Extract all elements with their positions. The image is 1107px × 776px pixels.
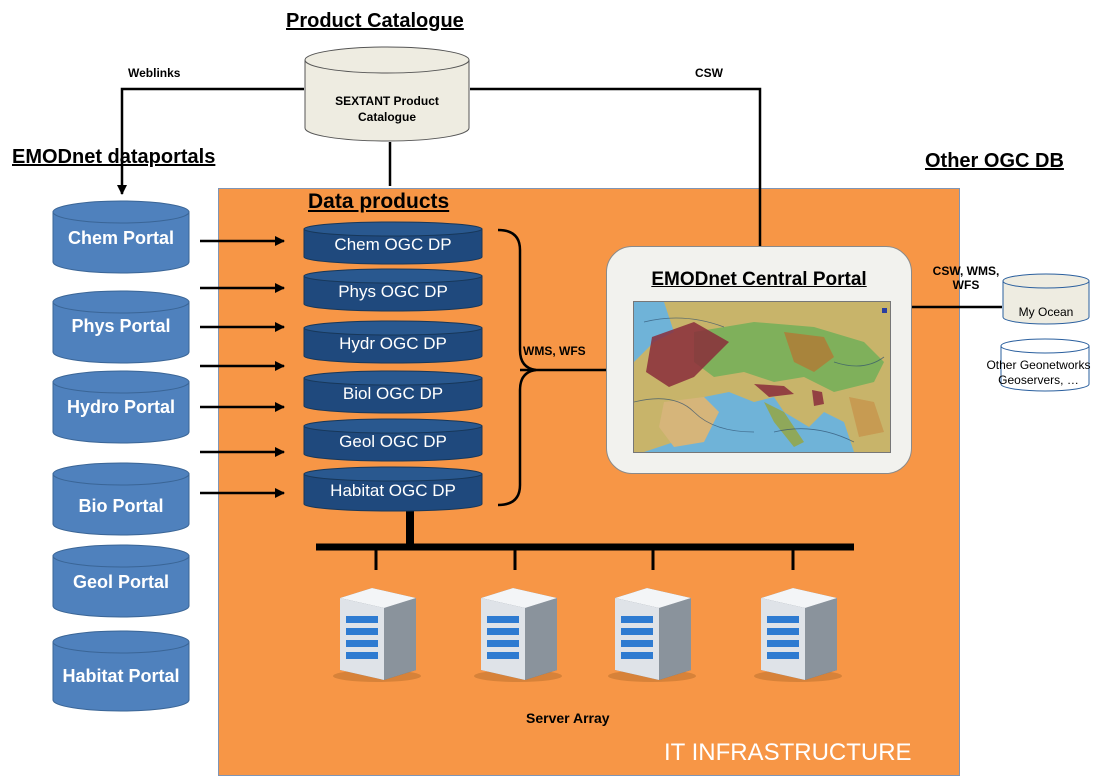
portal-label: Habitat Portal bbox=[62, 666, 180, 686]
other-ogc-db-heading: Other OGC DB bbox=[925, 150, 1064, 172]
it-infrastructure-label: IT INFRASTRUCTURE bbox=[664, 739, 912, 766]
my-ocean-db: My Ocean bbox=[1002, 273, 1090, 325]
dp-biol: Biol OGC DP bbox=[303, 370, 483, 414]
weblinks-label: Weblinks bbox=[128, 66, 181, 80]
portal-bio: Bio Portal bbox=[52, 462, 190, 536]
server-icon bbox=[753, 584, 843, 689]
weblinks-arrow bbox=[117, 87, 304, 195]
my-ocean-label: My Ocean bbox=[1018, 305, 1074, 319]
dp-label: Phys OGC DP bbox=[338, 282, 448, 301]
emodnet-dataportals-heading: EMODnet dataportals bbox=[12, 146, 216, 168]
dp-chem: Chem OGC DP bbox=[303, 221, 483, 265]
data-products-brace bbox=[497, 228, 537, 507]
dp-geol: Geol OGC DP bbox=[303, 418, 483, 462]
other-geonetworks-line1: Other Geonetworks bbox=[986, 358, 1091, 372]
portal-label: Hydro Portal bbox=[66, 397, 176, 417]
map-thumbnail bbox=[633, 301, 891, 453]
csw-wms-wfs-line2: WFS bbox=[952, 278, 980, 292]
portal-label: Bio Portal bbox=[78, 496, 164, 516]
catalogue-label-line2: Catalogue bbox=[357, 110, 416, 124]
portal-geol: Geol Portal bbox=[52, 544, 190, 618]
dp-habitat: Habitat OGC DP bbox=[303, 466, 483, 512]
portal-phys: Phys Portal bbox=[52, 290, 190, 364]
dp-hydr: Hydr OGC DP bbox=[303, 320, 483, 364]
other-geonetworks-db bbox=[1000, 338, 1090, 392]
other-geonetworks-label: Other Geonetworks Geoservers, … bbox=[970, 358, 1107, 388]
dp-label: Hydr OGC DP bbox=[339, 334, 447, 353]
csw-wms-wfs-line1: CSW, WMS, bbox=[932, 264, 1000, 278]
portal-hydro: Hydro Portal bbox=[52, 370, 190, 444]
csw-wms-wfs-label: CSW, WMS, WFS bbox=[924, 264, 1008, 292]
sextant-catalogue-cylinder: SEXTANT Product Catalogue bbox=[304, 46, 470, 142]
portal-chem: Chem Portal bbox=[52, 200, 190, 274]
data-products-heading: Data products bbox=[308, 190, 450, 213]
portal-label: Geol Portal bbox=[72, 572, 170, 592]
portal-habitat: Habitat Portal bbox=[52, 630, 190, 712]
central-portal-card: EMODnet Central Portal bbox=[606, 246, 912, 474]
server-array-label: Server Array bbox=[526, 710, 610, 726]
dp-label: Biol OGC DP bbox=[342, 384, 444, 403]
portal-label: Phys Portal bbox=[71, 316, 171, 336]
csw-line bbox=[470, 87, 762, 246]
server-icon bbox=[473, 584, 563, 689]
central-portal-title: EMODnet Central Portal bbox=[651, 269, 867, 290]
product-catalogue-heading: Product Catalogue bbox=[286, 10, 464, 32]
csw-label: CSW bbox=[695, 66, 723, 80]
wms-wfs-label: WMS, WFS bbox=[523, 344, 586, 358]
server-icon bbox=[332, 584, 422, 689]
dp-phys: Phys OGC DP bbox=[303, 268, 483, 312]
server-icon bbox=[607, 584, 697, 689]
dp-label: Habitat OGC DP bbox=[330, 481, 456, 500]
dp-label: Chem OGC DP bbox=[334, 235, 452, 254]
other-geonetworks-line2: Geoservers, … bbox=[998, 373, 1079, 387]
dp-label: Geol OGC DP bbox=[339, 432, 447, 451]
portal-label: Chem Portal bbox=[67, 228, 175, 248]
catalogue-label-line1: SEXTANT Product bbox=[335, 94, 439, 108]
